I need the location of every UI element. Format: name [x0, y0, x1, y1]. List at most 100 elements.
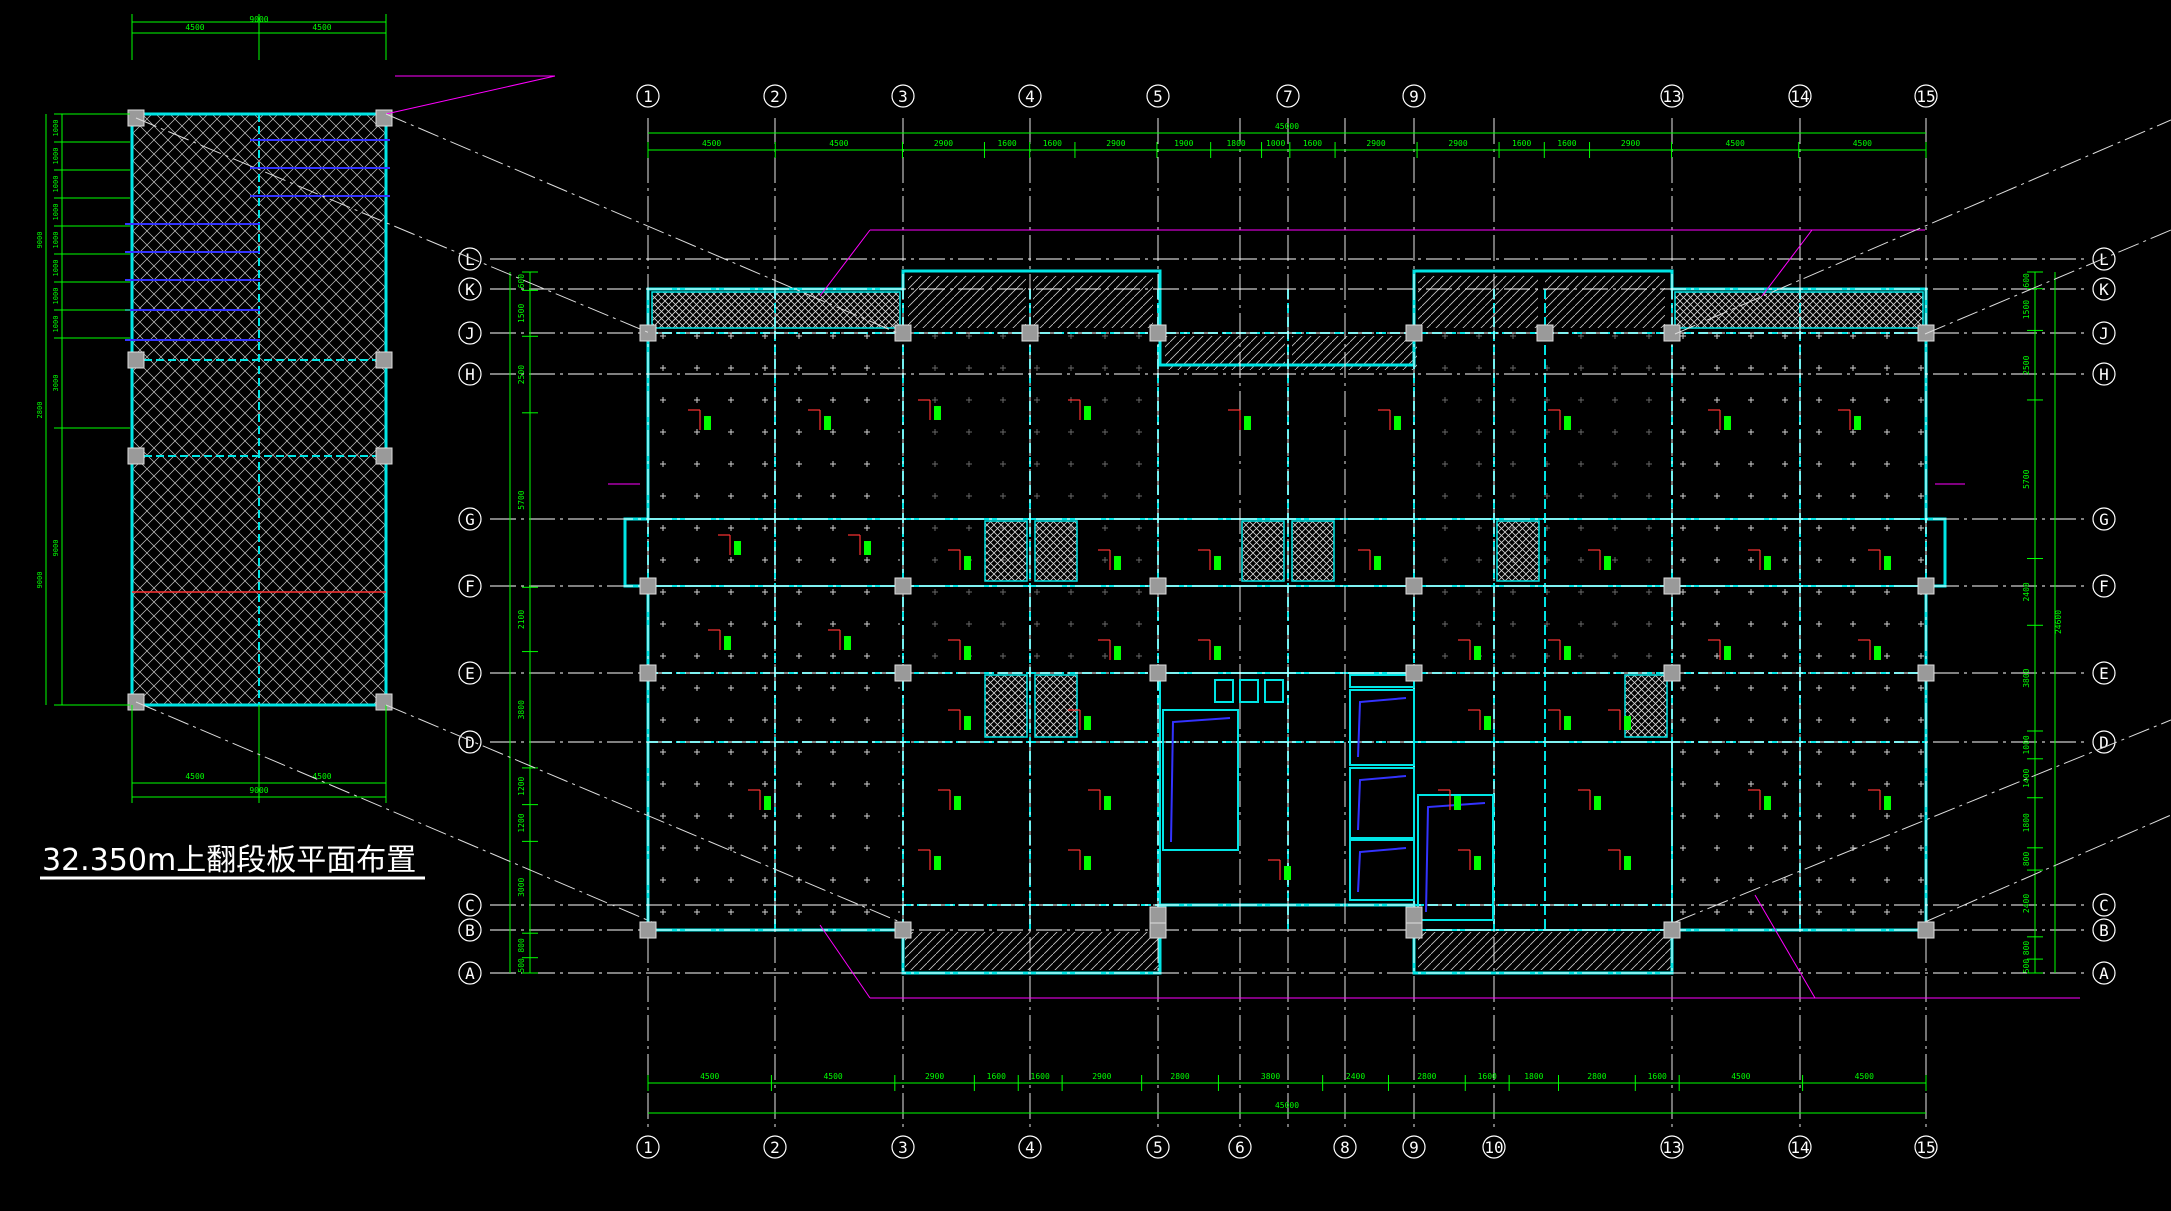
axis-bubble-label: 13: [1662, 87, 1681, 106]
axis-bubble: [1146, 84, 1170, 108]
axis-bubble-label: K: [2099, 280, 2109, 299]
duct-box: [1239, 679, 1259, 703]
column: [1149, 664, 1167, 682]
dimension-mark: [1764, 556, 1771, 570]
dimension-text: 600: [2022, 273, 2031, 288]
dimension-mark: [1564, 716, 1571, 730]
inset-dim-text: 1000: [52, 176, 60, 193]
axis-bubble-label: F: [2099, 577, 2109, 596]
dimension-mark: [1764, 796, 1771, 810]
axis-bubble: [458, 362, 482, 386]
dimension-mark: [1114, 556, 1121, 570]
guide-line: [1674, 119, 2171, 335]
dimension-mark: [1474, 856, 1481, 870]
dimension-text: 1500: [2022, 300, 2031, 319]
elevator-box: [1349, 839, 1415, 901]
dimension-text: 1600: [1031, 1072, 1050, 1081]
duct-box: [1214, 679, 1234, 703]
axis-bubble: [1482, 1135, 1506, 1159]
axis-bubble: [1914, 1135, 1938, 1159]
inset-dim-text: 1000: [52, 148, 60, 165]
axis-bubble: [2092, 574, 2116, 598]
dimension-text: 1600: [1043, 139, 1062, 148]
inset-dim-text: 2800: [36, 402, 44, 419]
elevator-rebar: [1357, 847, 1407, 893]
axis-bubble: [763, 84, 787, 108]
axis-bubble-label: 4: [1025, 1138, 1035, 1157]
dimension-text: 3800: [2022, 668, 2031, 687]
inset-leader: [385, 75, 556, 115]
dimension-text: 2500: [517, 365, 526, 384]
dimension-text: 3800: [1261, 1072, 1280, 1081]
dimension-text: 2800: [1170, 1072, 1189, 1081]
axis-bubble-label: 15: [1916, 1138, 1935, 1157]
inset-column: [375, 693, 393, 711]
axis-bubble: [458, 321, 482, 345]
axis-bubble: [636, 1135, 660, 1159]
dimension-text: 3000: [517, 877, 526, 896]
axis-bubble: [1018, 84, 1042, 108]
axis-bubble: [1402, 1135, 1426, 1159]
dimension-mark: [1394, 416, 1401, 430]
dimension-mark: [1624, 716, 1631, 730]
dimension-text: 1200: [517, 813, 526, 832]
axis-bubble: [458, 247, 482, 271]
column: [639, 921, 657, 939]
dimension-text: 1500: [517, 304, 526, 323]
column: [1405, 921, 1423, 939]
dimension-text: 1600: [1648, 1072, 1667, 1081]
inset-column: [375, 109, 393, 127]
dimension-text: 4500: [700, 1072, 719, 1081]
structural-columns: [639, 324, 1935, 939]
dimension-mark: [1214, 556, 1221, 570]
inset-dim-text: 1000: [52, 120, 60, 137]
axis-bubble-label: 3: [898, 87, 908, 106]
axis-bubble-label: B: [465, 921, 475, 940]
axis-bubble: [1660, 1135, 1684, 1159]
inset-column: [375, 351, 393, 369]
axis-bubble: [891, 84, 915, 108]
dimension-mark: [954, 796, 961, 810]
shaft-block: [1291, 520, 1335, 582]
dimension-text: 4500: [1731, 1072, 1750, 1081]
column: [894, 921, 912, 939]
dimension-mark: [1244, 416, 1251, 430]
axis-bubble-label: G: [465, 510, 475, 529]
dimension-mark: [1214, 646, 1221, 660]
dimension-text: 1600: [1512, 139, 1531, 148]
inset-dim-text: 3000: [52, 375, 60, 392]
axis-bubble-label: 10: [1484, 1138, 1503, 1157]
ac-platform-hatch: [1418, 276, 1538, 328]
dimension-mark: [844, 636, 851, 650]
dimension-text: 1800: [2022, 813, 2031, 832]
column: [1663, 921, 1681, 939]
axis-grid: [490, 118, 2085, 1130]
inset-dim-text: 9000: [36, 232, 44, 249]
elevator-rebar: [1357, 697, 1407, 758]
axis-bubble-label: H: [465, 365, 475, 384]
axis-bubble-label: 3: [898, 1138, 908, 1157]
axis-bubble: [2092, 277, 2116, 301]
column: [1663, 324, 1681, 342]
axis-bubble-label: 13: [1662, 1138, 1681, 1157]
dimension-mark: [734, 541, 741, 555]
axis-bubble: [2092, 961, 2116, 985]
axis-bubble: [458, 730, 482, 754]
axis-bubble-label: 1: [643, 87, 653, 106]
column: [1536, 324, 1554, 342]
dimension-text: 3800: [517, 700, 526, 719]
dimension-mark: [1374, 556, 1381, 570]
dimension-text: 2900: [1106, 139, 1125, 148]
column: [1149, 324, 1167, 342]
dimension-mark: [934, 856, 941, 870]
dimension-text: 1600: [997, 139, 1016, 148]
dimension-mark: [704, 416, 711, 430]
axis-bubble-label: C: [465, 896, 475, 915]
dimension-mark: [934, 406, 941, 420]
dimension-text: 5700: [517, 490, 526, 509]
guide-line: [1924, 229, 2171, 335]
axis-bubble-label: E: [465, 664, 475, 683]
inset-rebar-lines: [125, 139, 390, 341]
ac-platform-hatch: [1545, 276, 1665, 328]
axis-bubble: [2092, 362, 2116, 386]
